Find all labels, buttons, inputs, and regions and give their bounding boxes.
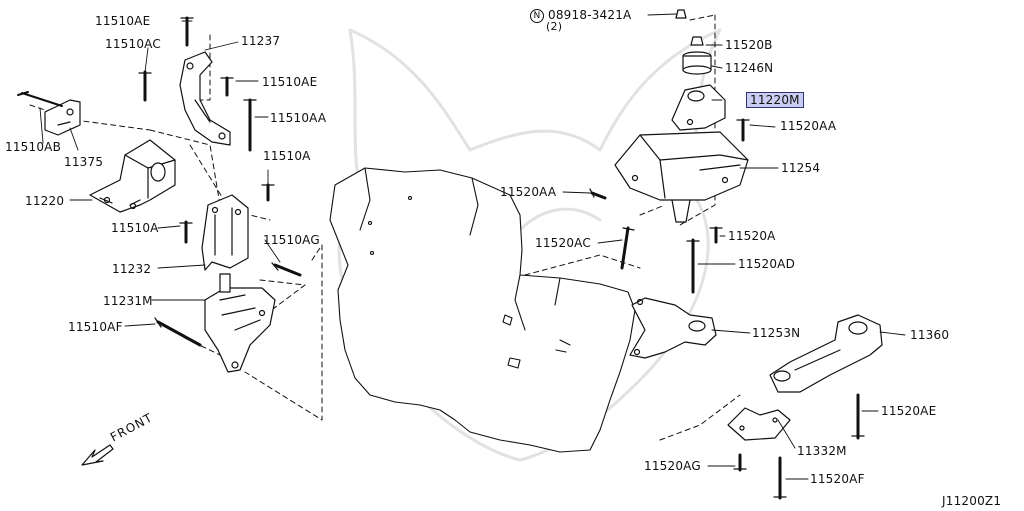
bolts-left: [138, 16, 302, 347]
label-11220[interactable]: 11220: [25, 194, 65, 208]
label-11254[interactable]: 11254: [781, 161, 821, 175]
label-11520a[interactable]: 11520A: [728, 229, 776, 243]
bracket-11375: [17, 91, 81, 136]
label-11237[interactable]: 11237: [241, 34, 281, 48]
label-11231m[interactable]: 11231M: [103, 294, 153, 308]
n-circle-icon: N: [530, 8, 544, 23]
arm-11237: [179, 51, 231, 146]
label-11520ac[interactable]: 11520AC: [535, 236, 591, 250]
front-arrow-icon: [81, 444, 114, 466]
label-11520ae[interactable]: 11520AE: [881, 404, 937, 418]
label-11520af[interactable]: 11520AF: [810, 472, 865, 486]
mount-11220: [89, 139, 176, 213]
label-11510a-low[interactable]: 11510A: [111, 221, 159, 235]
label-11520aa-right[interactable]: 11520AA: [780, 119, 837, 133]
bracket-11254: [614, 131, 749, 223]
label-11220m-highlighted[interactable]: 11220M: [746, 92, 804, 108]
label-11510ac[interactable]: 11510AC: [105, 37, 161, 51]
torque-rod-11360: [769, 314, 883, 393]
label-11510ab[interactable]: 11510AB: [5, 140, 62, 154]
engine-block: [329, 167, 636, 453]
label-11520b[interactable]: 11520B: [725, 38, 773, 52]
label-11520ad[interactable]: 11520AD: [738, 257, 796, 271]
label-08918-qty: (2): [546, 20, 563, 33]
label-11360[interactable]: 11360: [910, 328, 950, 342]
bracket-11332m: [727, 407, 791, 441]
leader-lines: [39, 13, 906, 480]
label-11510ae-top[interactable]: 11510AE: [95, 14, 151, 28]
bracket-11232: [201, 194, 249, 271]
label-11520aa-left[interactable]: 11520AA: [500, 185, 557, 199]
label-11510aa[interactable]: 11510AA: [270, 111, 327, 125]
label-11332m[interactable]: 11332M: [797, 444, 847, 458]
label-11510ag[interactable]: 11510AG: [263, 233, 320, 247]
label-08918-text: 08918-3421A: [548, 8, 632, 22]
bracket-11231m: [204, 273, 276, 373]
label-11520ag[interactable]: 11520AG: [644, 459, 701, 473]
bolts-right: [589, 9, 865, 500]
label-11246n[interactable]: 11246N: [725, 61, 774, 75]
label-11510af[interactable]: 11510AF: [68, 320, 123, 334]
label-11510a-top[interactable]: 11510A: [263, 149, 311, 163]
mount-stack-right: [671, 36, 726, 131]
diagram-code: J11200Z1: [942, 494, 1002, 508]
label-11253n[interactable]: 11253N: [752, 326, 801, 340]
label-11375[interactable]: 11375: [64, 155, 104, 169]
bracket-11253n: [629, 297, 717, 359]
label-08918-3421a[interactable]: N 08918-3421A: [530, 8, 631, 23]
label-11510ae-mid[interactable]: 11510AE: [262, 75, 318, 89]
leader-dashes: [29, 14, 741, 441]
label-11232[interactable]: 11232: [112, 262, 152, 276]
